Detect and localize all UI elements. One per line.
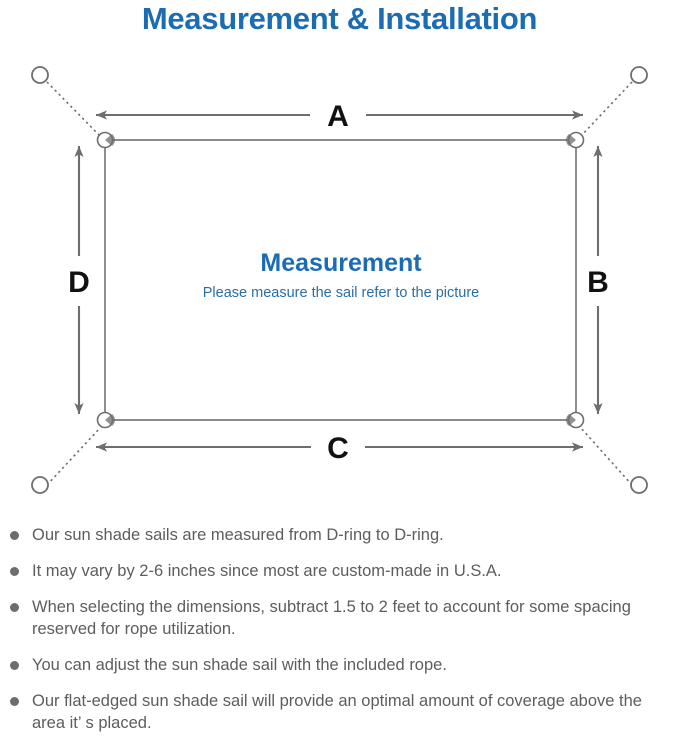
- dimension-label-d: D: [68, 266, 90, 299]
- bullet-icon: [10, 697, 19, 706]
- rope-line-bottom-left: [46, 427, 101, 486]
- list-item-text: When selecting the dimensions, subtract …: [32, 598, 631, 638]
- rope-line-top-right: [580, 81, 633, 137]
- anchor-ring-top-right: [630, 66, 648, 84]
- rope-line-bottom-right: [580, 427, 633, 486]
- d-ring-shading: [105, 134, 576, 426]
- page-title: Measurement & Installation: [141, 1, 538, 36]
- bullet-icon: [10, 603, 19, 612]
- list-item: It may vary by 2-6 inches since most are…: [0, 560, 679, 582]
- anchor-ring-bottom-right: [630, 476, 648, 494]
- diagram-center-heading: Measurement: [260, 249, 422, 277]
- sun-shade-sail-measurement-diagram: A C D B Measurement Please measure the s…: [0, 44, 679, 514]
- rope-line-top-left: [46, 81, 101, 137]
- dimension-label-b: B: [587, 266, 609, 299]
- list-item: Our sun shade sails are measured from D-…: [0, 524, 679, 546]
- list-item-text: It may vary by 2-6 inches since most are…: [32, 562, 502, 580]
- list-item-text: Our flat-edged sun shade sail will provi…: [32, 692, 642, 732]
- bullet-icon: [10, 661, 19, 670]
- bullet-icon: [10, 567, 19, 576]
- list-item-text: You can adjust the sun shade sail with t…: [32, 656, 447, 674]
- dimension-label-a: A: [327, 100, 349, 133]
- notes-list: Our sun shade sails are measured from D-…: [0, 524, 679, 748]
- list-item: You can adjust the sun shade sail with t…: [0, 654, 679, 676]
- list-item: When selecting the dimensions, subtract …: [0, 596, 679, 640]
- sail-outline: [104, 139, 577, 421]
- list-item: Our flat-edged sun shade sail will provi…: [0, 690, 679, 734]
- anchor-rings: [31, 66, 648, 494]
- anchor-ring-bottom-left: [31, 476, 49, 494]
- anchor-ring-top-left: [31, 66, 49, 84]
- bullet-icon: [10, 531, 19, 540]
- rope-lines: [46, 81, 633, 486]
- dimension-label-c: C: [327, 432, 349, 465]
- diagram-center-subheading: Please measure the sail refer to the pic…: [203, 285, 479, 301]
- list-item-text: Our sun shade sails are measured from D-…: [32, 526, 444, 544]
